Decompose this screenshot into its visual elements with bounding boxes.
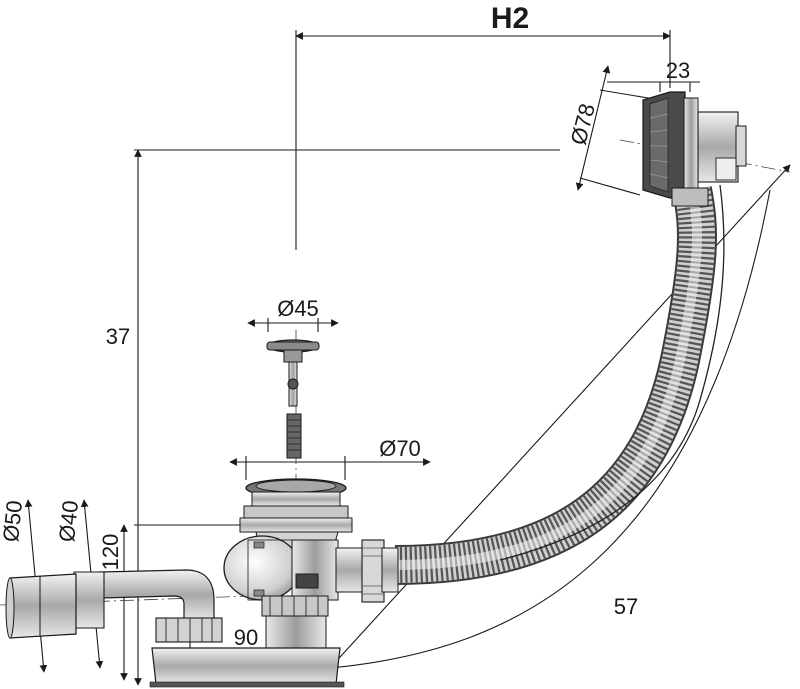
outlet-trap	[5, 569, 345, 688]
label-hose-length: 57	[614, 594, 638, 619]
pop-up-plug	[266, 339, 320, 459]
label-h2: H2	[491, 2, 529, 35]
hose-connector	[335, 539, 399, 603]
drain-body	[223, 478, 353, 601]
overflow-head	[642, 91, 747, 207]
label-overflow-diameter: Ø78	[566, 101, 600, 147]
label-plug-diameter: Ø45	[277, 296, 319, 321]
corrugated-hose	[394, 184, 725, 585]
label-outlet-inner-diameter: Ø40	[54, 499, 83, 543]
label-outlet-outer-diameter: Ø50	[0, 499, 27, 543]
dimension-labels: H2 23 Ø78 37 Ø45 Ø70 Ø50 Ø40 120 90 57	[0, 2, 690, 650]
label-overflow-depth: 23	[666, 58, 690, 83]
label-bath-height: 37	[106, 324, 130, 349]
label-drain-diameter: Ø70	[379, 436, 421, 461]
label-trap-offset: 90	[234, 625, 258, 650]
label-trap-height: 120	[98, 534, 123, 571]
